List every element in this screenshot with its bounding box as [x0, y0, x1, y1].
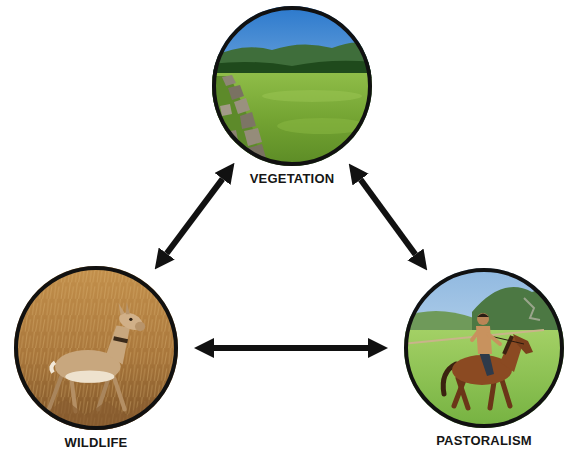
photo-shape	[113, 336, 128, 343]
photo-shape	[12, 264, 180, 432]
node-label: PASTORALISM	[436, 433, 532, 448]
photo-shape	[479, 352, 494, 376]
pastoralism-photo	[402, 266, 566, 430]
double-arrow	[167, 179, 223, 254]
photo-shape	[129, 318, 132, 321]
circle-outline	[212, 6, 372, 166]
photo-shape	[244, 128, 262, 146]
photo-shape	[65, 371, 114, 383]
wildlife-photo	[12, 264, 180, 432]
circle-border	[406, 270, 562, 426]
photo-shape	[106, 325, 130, 364]
photo-shape	[12, 264, 180, 432]
photo-shape	[126, 302, 130, 314]
photo-shape	[234, 98, 250, 114]
photo-shape	[135, 322, 145, 331]
label-box: WILDLIFE	[65, 435, 128, 450]
photo-shape	[222, 75, 236, 86]
photo-shape	[210, 4, 374, 168]
photo-shape	[488, 334, 500, 344]
photo-circle-node: WILDLIFE	[14, 266, 178, 430]
double-arrow	[361, 180, 416, 255]
circle-outline	[14, 266, 178, 430]
photo-shape	[502, 380, 510, 406]
photo-shape	[402, 266, 566, 430]
photo-shape	[114, 379, 124, 410]
photo-shape	[240, 112, 256, 129]
photo-circle-node: PASTORALISM	[404, 268, 564, 428]
photo-circle-node: VEGETATION	[212, 6, 372, 166]
photo-shape	[12, 264, 180, 432]
photo-shape	[119, 303, 125, 315]
node-label: WILDLIFE	[65, 435, 128, 450]
vegetation-photo	[210, 4, 374, 168]
photo-shape	[477, 313, 489, 325]
photo-shape	[228, 85, 244, 100]
photo-shape	[524, 298, 540, 320]
photo-shape	[220, 104, 232, 116]
photo-shape	[51, 362, 55, 372]
circle-border	[214, 8, 370, 164]
node-label: VEGETATION	[250, 171, 335, 186]
circle-border	[16, 268, 176, 428]
photo-shape	[472, 332, 478, 340]
photo-shape	[477, 314, 489, 318]
photo-shape	[262, 90, 362, 102]
label-box: PASTORALISM	[436, 433, 532, 448]
circle-outline	[404, 268, 564, 428]
photo-shape	[210, 4, 374, 168]
photo-shape	[490, 382, 494, 408]
photo-shape	[504, 336, 512, 354]
photo-shape	[402, 266, 566, 430]
double-arrow	[214, 345, 368, 351]
label-box: VEGETATION	[250, 171, 335, 186]
photo-shape	[210, 73, 374, 168]
